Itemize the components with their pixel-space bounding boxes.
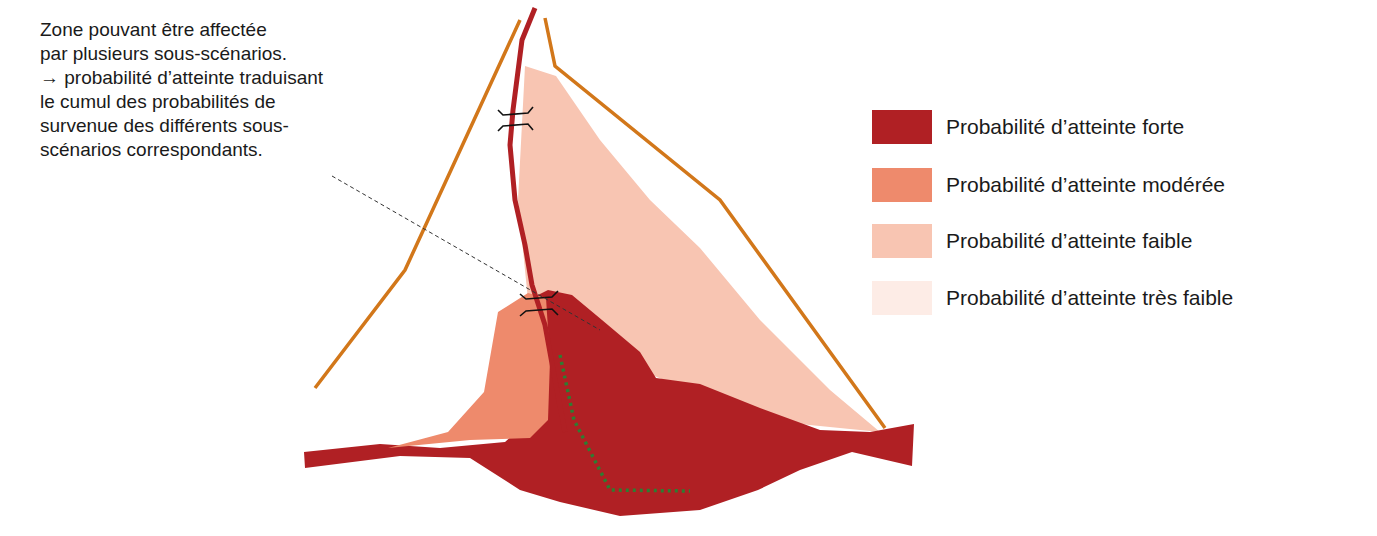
legend-swatch xyxy=(872,110,932,144)
dyke-line xyxy=(560,355,690,491)
legend-swatch xyxy=(872,281,932,315)
leader-line xyxy=(332,176,600,330)
river xyxy=(510,8,565,432)
bridge-symbol xyxy=(498,107,533,131)
legend-entry: Probabilité d’atteinte forte xyxy=(872,110,1184,144)
legend-entry: Probabilité d’atteinte très faible xyxy=(872,281,1233,315)
annotation-text: Zone pouvant être affectée par plusieurs… xyxy=(40,18,290,66)
annotation-text: → probabilité d’atteinte traduisant le c… xyxy=(40,66,340,162)
high-probability-zone xyxy=(304,290,914,516)
legend-swatch xyxy=(872,224,932,258)
valley-edge xyxy=(545,18,885,428)
legend-text: Probabilité d’atteinte très faible xyxy=(946,286,1233,310)
moderate-probability-zone xyxy=(388,293,550,448)
legend-text: Probabilité d’atteinte forte xyxy=(946,115,1184,139)
legend-entry: Probabilité d’atteinte faible xyxy=(872,224,1192,258)
legend-text: Probabilité d’atteinte modérée xyxy=(946,173,1225,197)
legend-entry: Probabilité d’atteinte modérée xyxy=(872,168,1225,202)
valley-edge xyxy=(315,20,520,388)
legend-text: Probabilité d’atteinte faible xyxy=(946,229,1192,253)
legend-swatch xyxy=(872,168,932,202)
